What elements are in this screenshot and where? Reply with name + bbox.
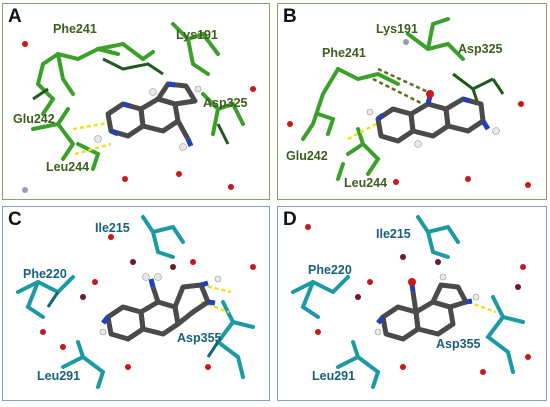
panel-c: C [2, 206, 270, 401]
stacking-lines [372, 67, 429, 106]
molecular-scene [291, 215, 531, 389]
molecular-scene [16, 215, 256, 389]
residue-label: Phe220 [23, 267, 67, 281]
residue-label: Phe241 [53, 22, 97, 36]
residue-label: Ile215 [95, 221, 130, 235]
panel-letter: A [8, 6, 22, 27]
residue-label: Leu244 [344, 176, 388, 190]
protein-sticks [31, 22, 245, 171]
panel-b: B [277, 3, 547, 200]
protein-sticks [16, 215, 255, 389]
residue-label: Ile215 [376, 227, 411, 241]
residue-label: Lys191 [376, 22, 418, 36]
hbond-lines [72, 120, 114, 156]
ligand-sticks [375, 96, 486, 144]
residue-label: Leu291 [312, 369, 356, 383]
hbond-lines [467, 300, 497, 314]
ligand-sticks [380, 282, 469, 342]
residue-label: Lys191 [176, 28, 218, 42]
residue-label: Asp355 [436, 337, 481, 351]
residue-label: Leu244 [46, 160, 90, 174]
panel-letter: C [8, 209, 22, 230]
water-molecules [40, 234, 256, 370]
protein-sticks [301, 17, 465, 181]
hbond-lines [347, 122, 377, 141]
hbond-lines [200, 283, 232, 314]
residue-label: Glu242 [286, 149, 328, 163]
residue-label: Glu242 [13, 112, 55, 126]
molecular-scene [22, 22, 256, 193]
protein-sticks [291, 215, 525, 389]
residue-label: Asp325 [458, 42, 503, 56]
residue-label: Phe220 [308, 263, 352, 277]
panel-d: D [277, 206, 547, 401]
water-molecules [287, 101, 531, 188]
water-molecules [305, 224, 531, 375]
panel-letter: D [283, 209, 297, 230]
water-molecules [22, 41, 256, 190]
residue-label: Phe241 [322, 46, 366, 60]
panel-letter: B [283, 6, 297, 27]
residue-label: Asp355 [177, 331, 222, 345]
panel-a: A [2, 3, 270, 200]
residue-label: Leu291 [37, 369, 81, 383]
residue-label: Asp325 [203, 96, 248, 110]
molecular-scene [287, 17, 531, 188]
